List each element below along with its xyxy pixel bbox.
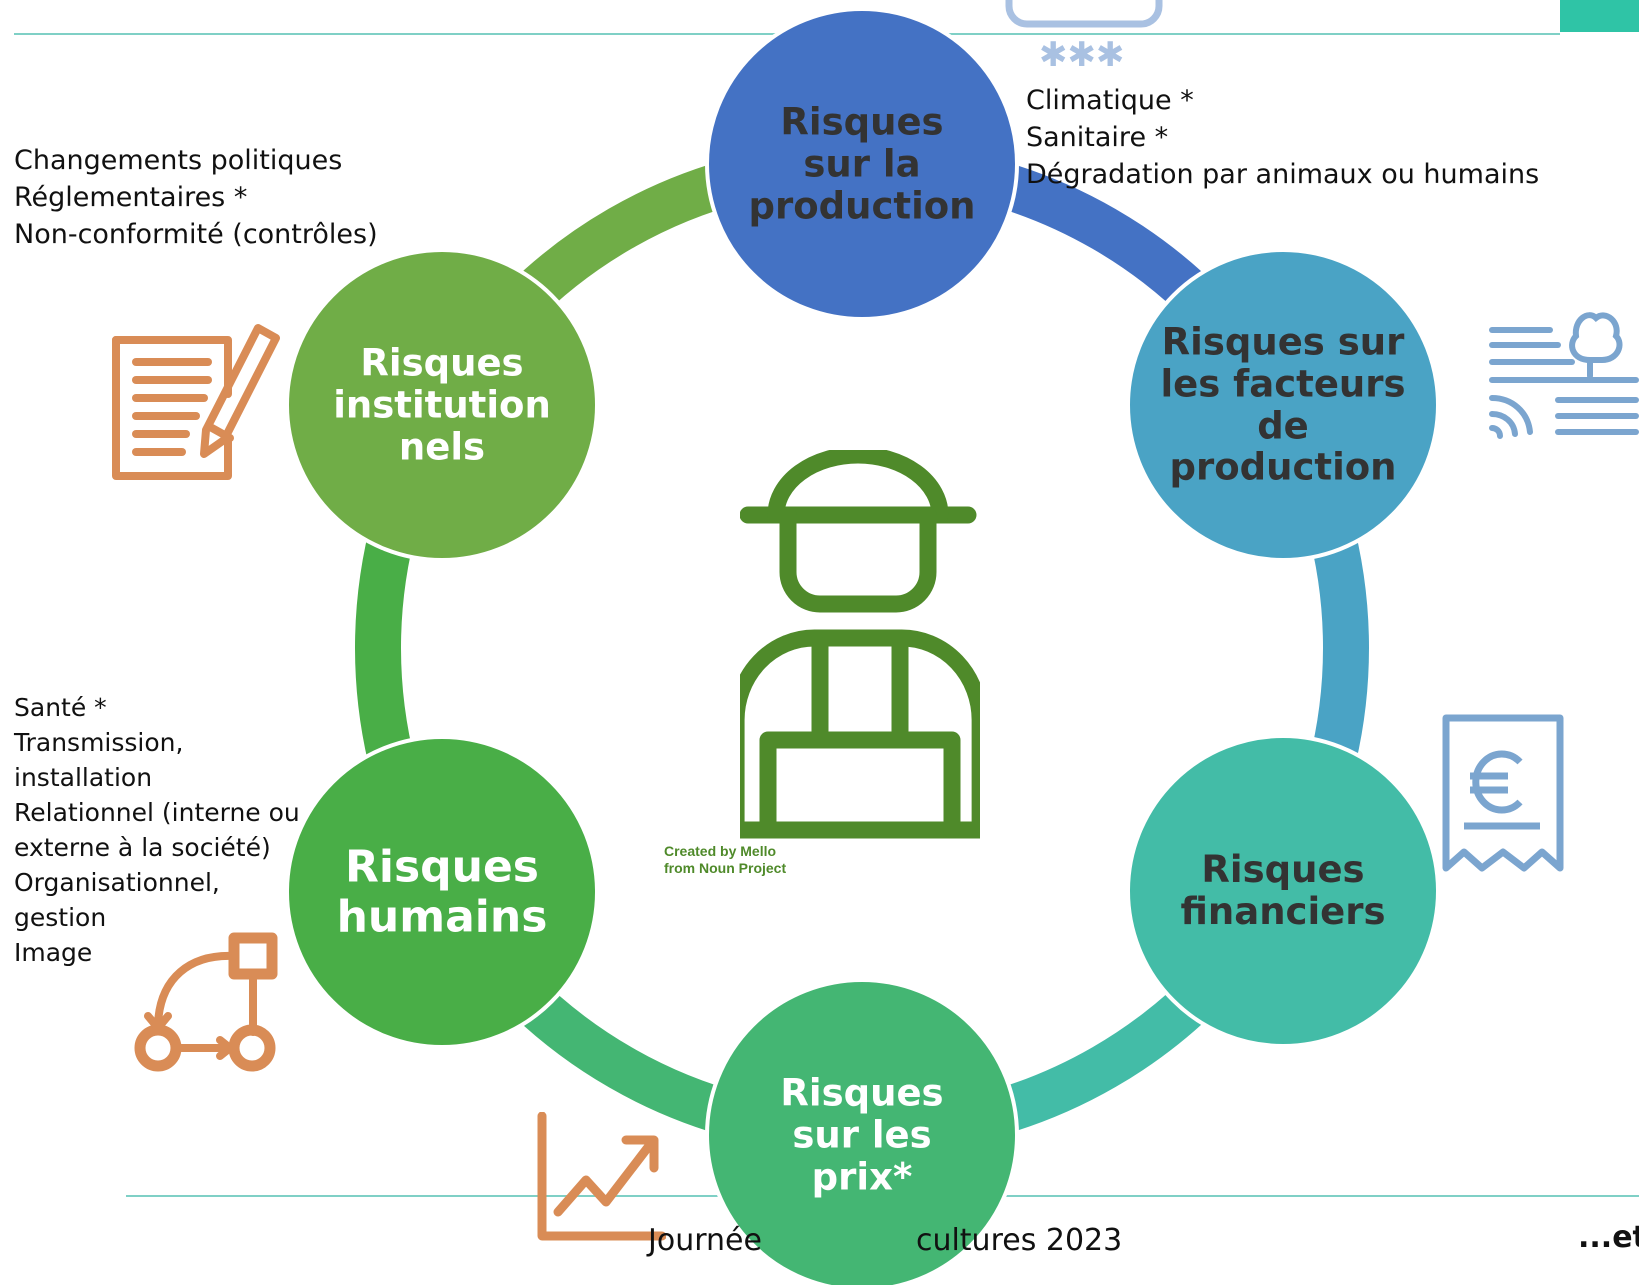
farmer-icon: [740, 450, 980, 839]
node-label-line: prix*: [811, 1154, 913, 1198]
annotation-production: Climatique * Sanitaire * Dégradation par…: [1026, 82, 1539, 193]
node-label-line: production: [748, 183, 976, 227]
footer-left: Journée: [648, 1223, 762, 1258]
credit-line: Created by Mello: [664, 843, 777, 859]
node-label-line: Risques: [360, 341, 524, 385]
corner-accent-tab: [1560, 0, 1639, 32]
trend-chart-icon: [537, 1112, 666, 1241]
annotation-line: Image: [14, 938, 93, 967]
annotation-line: Sanitaire *: [1026, 122, 1169, 153]
footer-text: Journée cultures 2023: [648, 1223, 1122, 1258]
node-label-line: les facteurs: [1160, 362, 1406, 406]
annotation-line: externe à la société): [14, 833, 271, 862]
node-circle-financiers: [1126, 734, 1440, 1048]
node-label-line: sur la: [803, 142, 921, 186]
node-circle-facteurs: [1126, 248, 1440, 562]
node-label-line: Risques: [780, 1071, 944, 1115]
node-circle-production: [705, 7, 1019, 321]
annotation-line: gestion: [14, 903, 107, 932]
node-label-line: Risques: [1201, 848, 1365, 892]
node-circle-humains: [285, 735, 599, 1049]
node-circle-institutionnels: [285, 248, 599, 562]
footer-right: cultures 2023: [915, 1223, 1123, 1258]
process-flow-icon: [134, 932, 278, 1072]
annotation-line: Santé *: [14, 693, 107, 722]
annotation-line: Organisationnel,: [14, 868, 220, 897]
svg-text:✱✱✱: ✱✱✱: [1039, 35, 1124, 72]
annotation-institutionnels: Changements politiques Réglementaires * …: [14, 142, 378, 253]
node-circle-prix: [705, 978, 1019, 1285]
annotation-line: Non-conformité (contrôles): [14, 219, 378, 250]
icon-credit: Created by Mello from Noun Project: [664, 843, 786, 877]
landscape-tree-icon: [1489, 312, 1639, 439]
node-label-line: Risques: [780, 100, 944, 144]
annotation-line: installation: [14, 763, 153, 792]
document-pen-icon: [112, 324, 280, 480]
node-label-line: financiers: [1180, 890, 1386, 933]
risk-nodes: [285, 7, 1440, 1285]
node-label-line: sur les: [792, 1113, 932, 1157]
node-label-line: nels: [398, 424, 486, 468]
node-label-line: Risques: [344, 841, 540, 893]
annotation-line: Dégradation par animaux ou humains: [1026, 159, 1540, 190]
annotation-line: Changements politiques: [14, 145, 343, 176]
annotation-line: Relationnel (interne ou: [14, 798, 300, 827]
euro-receipt-icon: [1442, 714, 1564, 872]
annotation-line: Réglementaires *: [14, 182, 248, 213]
node-label-line: de: [1257, 404, 1309, 447]
annotation-line: Transmission,: [14, 728, 184, 757]
footer-corner-text: ...et: [1578, 1220, 1639, 1255]
credit-line: from Noun Project: [664, 860, 787, 876]
node-label-line: humains: [336, 891, 548, 942]
annotation-line: Climatique *: [1026, 85, 1194, 116]
weather-snow-icon: ✱✱✱: [1005, 0, 1163, 72]
annotation-humains: Santé * Transmission, installation Relat…: [14, 690, 300, 970]
node-label-line: institution: [333, 383, 551, 427]
node-label-line: production: [1169, 445, 1397, 489]
node-label-line: Risques sur: [1161, 320, 1405, 364]
